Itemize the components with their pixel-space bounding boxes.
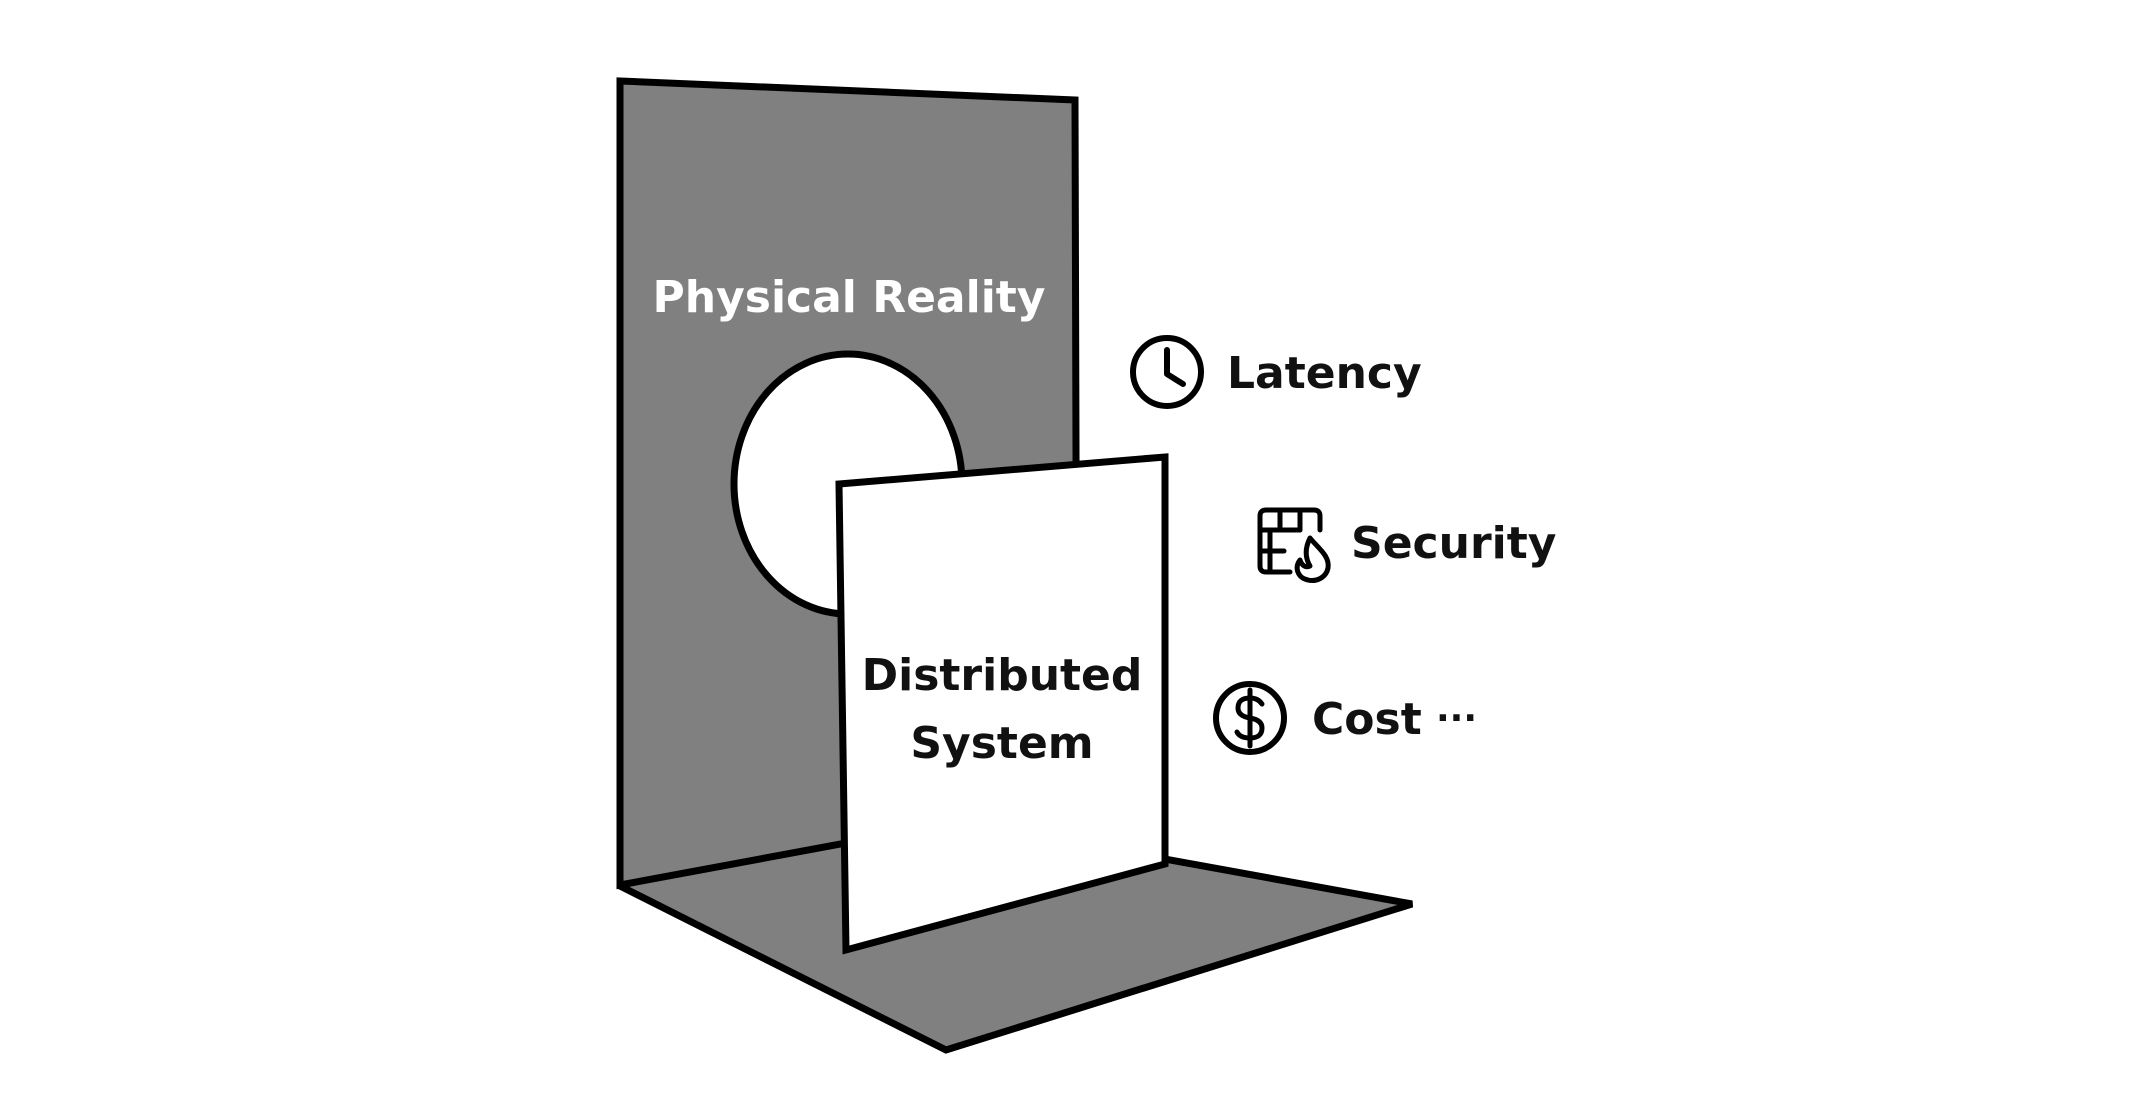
dollar-coin-icon (1213, 681, 1287, 755)
cost-label: Cost (1312, 694, 1422, 745)
latency-label: Latency (1227, 348, 1422, 399)
security-label: Security (1351, 518, 1556, 569)
distributed-system-panel (835, 453, 1169, 955)
wall-label: Physical Reality (653, 272, 1046, 323)
panel-label-line1: Distributed (862, 650, 1143, 701)
firewall-icon (1257, 507, 1331, 583)
more-ellipsis: ··· (1436, 698, 1477, 739)
panel-label-line2: System (910, 718, 1093, 769)
clock-icon (1130, 335, 1204, 409)
